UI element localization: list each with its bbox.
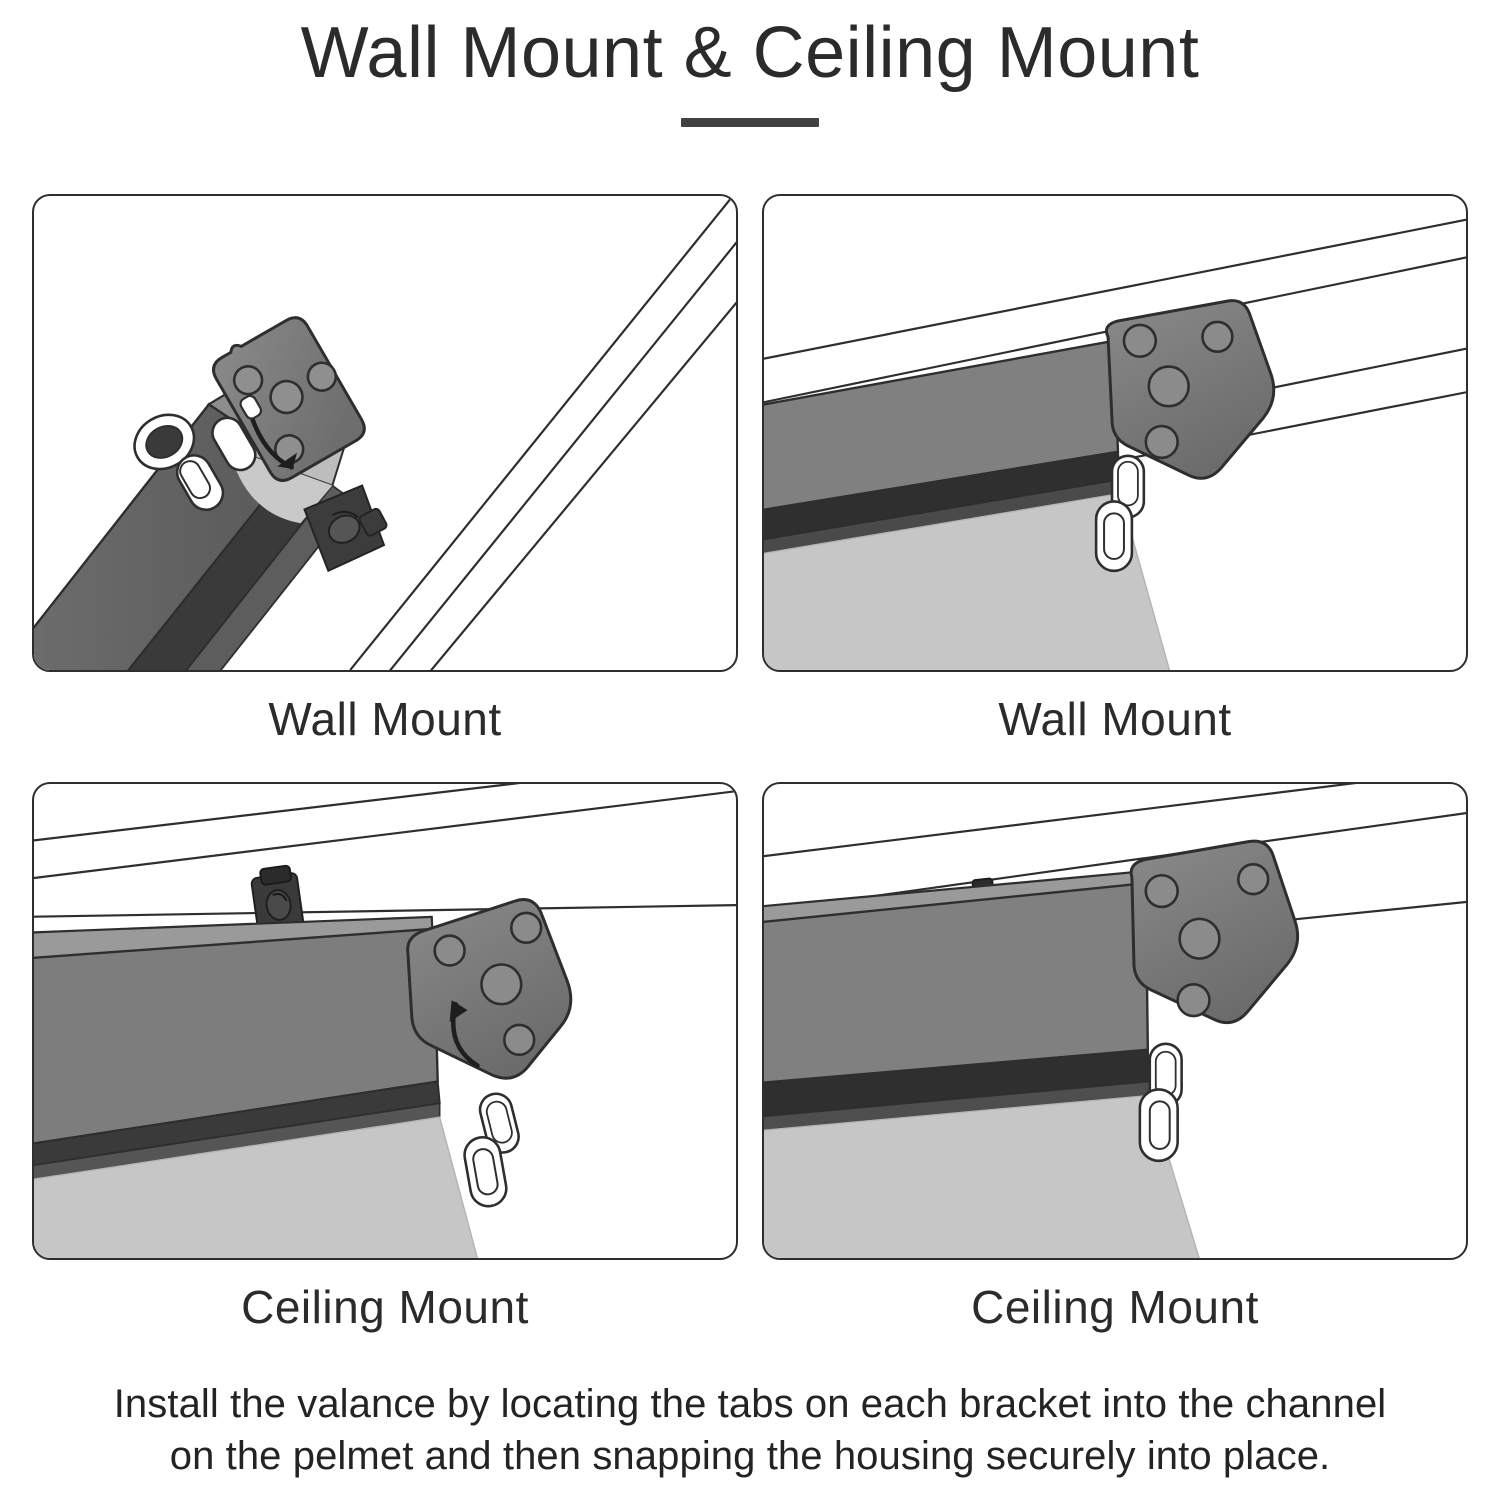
blind-housing-horizontal xyxy=(764,339,1122,556)
bracket-hole-center xyxy=(1147,365,1190,408)
bracket-hole-2 xyxy=(1201,320,1234,353)
fabric-panel xyxy=(764,1094,1203,1258)
ceiling-bracket-tab xyxy=(250,864,305,936)
header: Wall Mount & Ceiling Mount xyxy=(0,0,1500,127)
bracket-hole-2 xyxy=(509,911,543,944)
bracket-hole-2 xyxy=(306,361,338,392)
ceiling-mount-installed-drawing xyxy=(764,784,1466,1258)
fabric-panel xyxy=(764,492,1173,670)
illustration-panel-wall-mount-installed xyxy=(762,194,1468,672)
bracket-hole-center xyxy=(1178,917,1221,960)
wall-outline-lines xyxy=(349,196,736,670)
instruction-text: Install the valance by locating the tabs… xyxy=(0,1378,1500,1482)
chain-links xyxy=(463,1092,520,1208)
valance-tab xyxy=(303,484,388,573)
bracket-hole-2 xyxy=(1237,863,1270,896)
bracket-hole-3 xyxy=(503,1023,536,1057)
illustration-panel-wall-mount-insert xyxy=(32,194,738,672)
chain-links xyxy=(133,394,263,512)
wall-mount-installed-drawing xyxy=(764,216,1466,670)
bracket-hole-center xyxy=(480,963,523,1006)
bracket-hole-3 xyxy=(1144,424,1179,460)
instruction-line-1: Install the valance by locating the tabs… xyxy=(113,1382,1387,1426)
blind-housing-horizontal xyxy=(764,870,1151,1132)
panel-cell-3: Ceiling Mount xyxy=(32,782,738,1334)
bracket-hole-1 xyxy=(433,934,466,967)
bracket-hole-1 xyxy=(1144,873,1179,909)
chain-links xyxy=(1094,454,1146,573)
illustration-panel-ceiling-mount-installed xyxy=(762,782,1468,1260)
bracket-hole-1 xyxy=(232,365,264,396)
bracket-end-cap xyxy=(1129,839,1300,1025)
panel-cell-4: Ceiling Mount xyxy=(762,782,1468,1334)
panel-caption-3: Ceiling Mount xyxy=(241,1281,529,1333)
bracket-hole-1 xyxy=(1122,323,1158,358)
title-divider xyxy=(681,117,819,127)
panel-cell-1: Wall Mount xyxy=(32,194,738,746)
ceiling-mount-insert-drawing xyxy=(34,784,736,1258)
rotation-arrow xyxy=(449,1000,480,1068)
chain-links xyxy=(1138,1042,1183,1163)
panel-caption-2: Wall Mount xyxy=(998,693,1232,745)
bracket-end-cap xyxy=(406,898,573,1080)
wall-mount-insert-drawing xyxy=(34,196,736,670)
panel-caption-4: Ceiling Mount xyxy=(971,1281,1259,1333)
bracket-hole-center xyxy=(269,379,304,415)
bracket-end-cap xyxy=(1104,299,1276,480)
panel-cell-2: Wall Mount xyxy=(762,194,1468,746)
page-title: Wall Mount & Ceiling Mount xyxy=(300,13,1200,93)
instruction-line-2: on the pelmet and then snapping the hous… xyxy=(169,1434,1331,1478)
fabric-panel xyxy=(34,1116,481,1258)
illustration-panel-ceiling-mount-insert xyxy=(32,782,738,1260)
panel-caption-1: Wall Mount xyxy=(268,693,502,745)
ceiling-outline-lines xyxy=(34,784,736,918)
bracket-hole-3 xyxy=(1176,983,1211,1018)
